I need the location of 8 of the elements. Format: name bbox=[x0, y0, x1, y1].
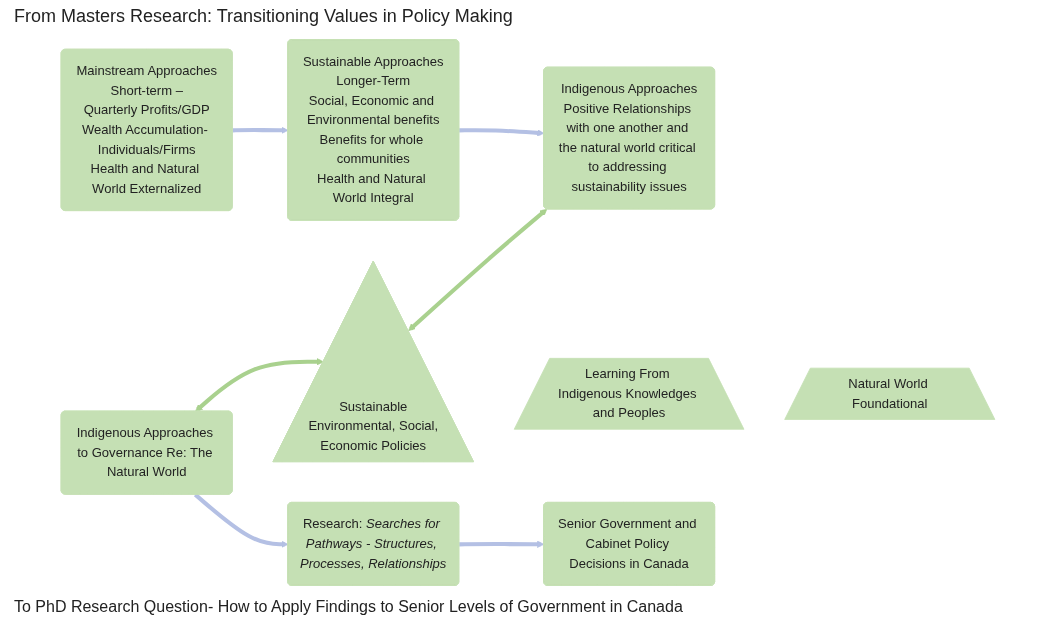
arrow bbox=[459, 540, 545, 548]
subtitle: To PhD Research Question- How to Apply Findings to Senior Levels of Government in Canada bbox=[14, 598, 684, 616]
title: From Masters Research: Transitioning Values in Policy Making bbox=[14, 6, 514, 27]
arrow bbox=[408, 208, 548, 331]
arrow bbox=[232, 126, 289, 134]
arrow bbox=[195, 358, 324, 412]
arrow bbox=[459, 128, 545, 137]
arrow bbox=[193, 493, 289, 548]
